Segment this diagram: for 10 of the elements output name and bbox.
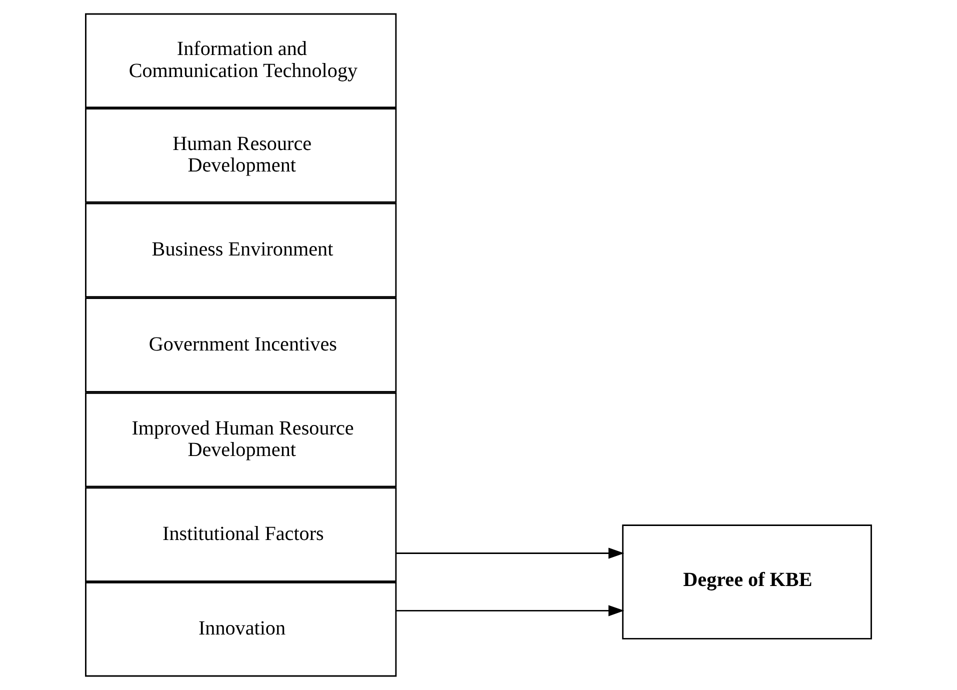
node-box: Improved Human Resource Development — [85, 392, 397, 488]
arrow — [396, 548, 624, 559]
node-box: Degree of KBE — [622, 524, 872, 640]
node-box: Institutional Factors — [85, 487, 397, 582]
node-box: Information and Communication Technology — [85, 13, 397, 108]
arrow — [396, 605, 624, 616]
node-box: Human Resource Development — [85, 108, 397, 203]
node-box: Innovation — [85, 582, 397, 677]
node-box: Government Incentives — [85, 298, 397, 392]
node-box: Business Environment — [85, 202, 397, 298]
